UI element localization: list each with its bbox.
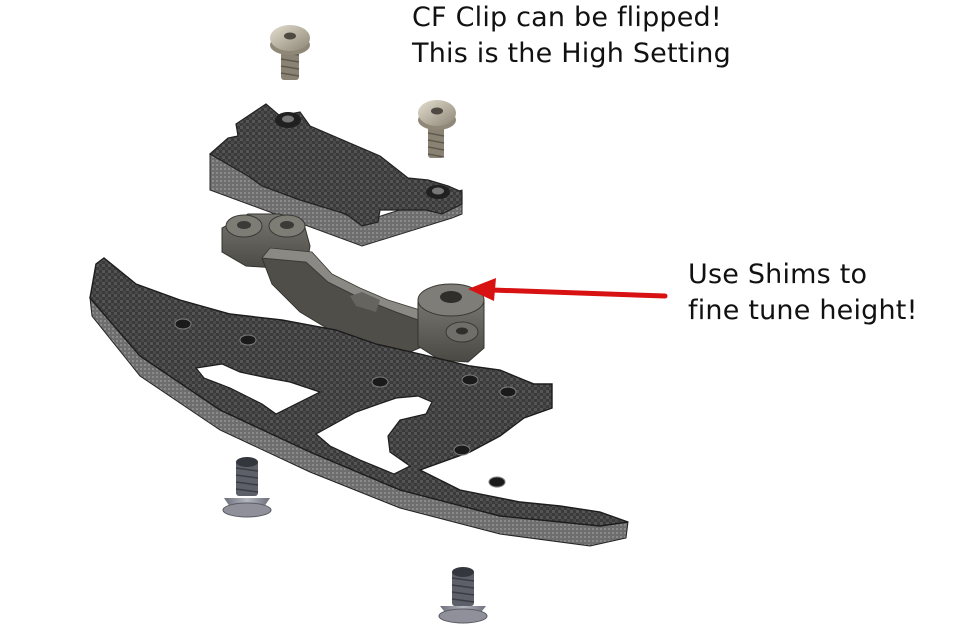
flip-setting-note-line-1: CF Clip can be flipped! xyxy=(412,2,722,33)
cf-clip xyxy=(208,103,463,247)
shim-bridge xyxy=(221,213,485,363)
bottom-screw-left xyxy=(222,457,272,518)
flip-setting-note-line-2: This is the High Setting xyxy=(412,38,731,69)
shim-tuning-note-line-2: fine tune height! xyxy=(688,295,918,326)
red-arrow-icon xyxy=(468,278,668,301)
top-screw-right xyxy=(418,100,456,158)
flip-setting-note: CF Clip can be flipped! This is the High… xyxy=(412,0,731,72)
shim-tuning-note-line-1: Use Shims to xyxy=(688,259,868,290)
top-screw-left xyxy=(270,25,310,80)
bottom-screw-right xyxy=(438,567,488,624)
shim-tuning-note: Use Shims to fine tune height! xyxy=(688,257,918,329)
bumper-plate xyxy=(89,257,629,547)
